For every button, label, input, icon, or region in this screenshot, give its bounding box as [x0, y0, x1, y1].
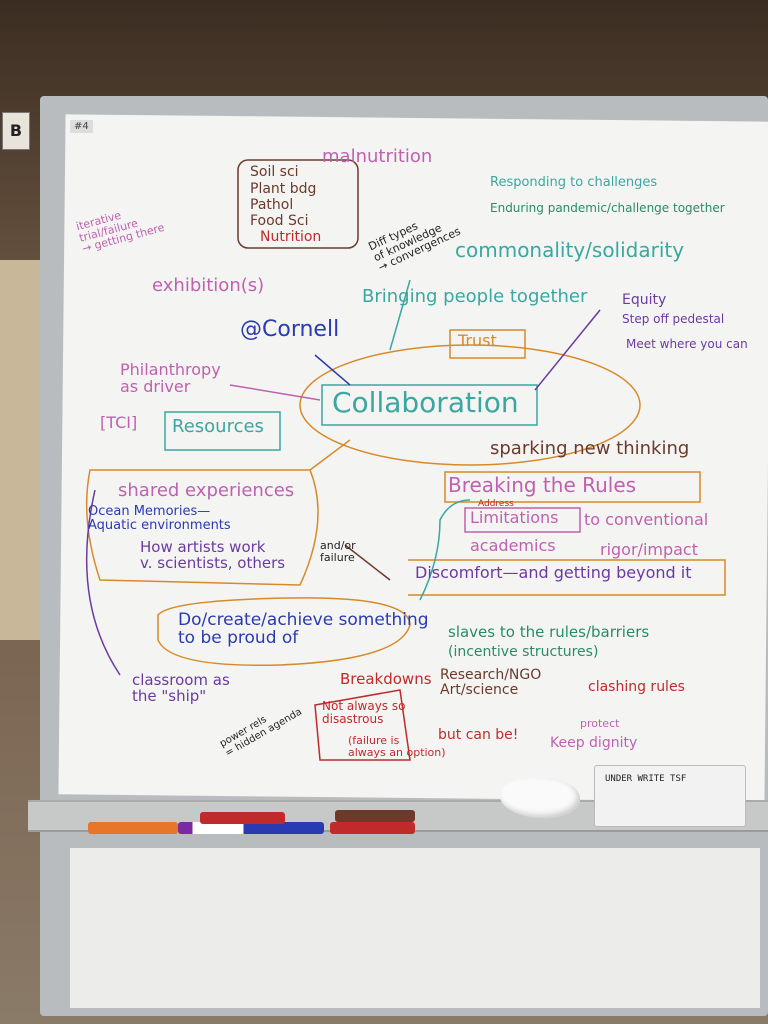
note-breaking: Breaking the Rules	[448, 473, 637, 497]
note-but-can-be: but can be!	[438, 727, 519, 743]
note-nutrition: Nutrition	[260, 229, 322, 245]
note-enduring: Enduring pandemic/challenge together	[490, 201, 725, 215]
note-how-artists: How artists work v. scientists, others	[140, 538, 286, 572]
brown-marker[interactable]	[335, 810, 415, 822]
note-to-conventional: to conventional	[584, 510, 709, 529]
note-sparking: sparking new thinking	[490, 438, 690, 459]
note-shared-exp: shared experiences	[118, 480, 295, 501]
wooden-panel	[0, 260, 40, 640]
note-incentive: (incentive structures)	[448, 644, 599, 660]
note-tci: [TCI]	[100, 413, 138, 432]
note-step-off: Step off pedestal	[622, 312, 725, 326]
note-not-always: Not always so disastrous	[322, 699, 406, 726]
note-trust: Trust	[458, 331, 497, 350]
purple-blue-markers[interactable]	[178, 822, 324, 834]
note-soil-sci: Soil sci	[250, 164, 299, 180]
note-protect: protect	[580, 717, 620, 730]
note-classroom: classroom as the "ship"	[132, 671, 230, 705]
note-commonality: commonality/solidarity	[455, 238, 685, 262]
tissue	[500, 778, 580, 818]
note-discomfort: Discomfort—and getting beyond it	[415, 563, 692, 582]
note-food-sci: Food Sci	[250, 213, 309, 229]
note-bringing: Bringing people together	[362, 286, 588, 307]
note-philanthropy: Philanthropy as driver	[120, 360, 221, 396]
supply-box: UNDER WRITE TSF	[594, 765, 746, 827]
note-clashing: clashing rules	[588, 679, 685, 695]
note-limitations: Limitations	[470, 508, 559, 527]
note-exhibitions: exhibition(s)	[152, 275, 265, 296]
note-responding: Responding to challenges	[490, 175, 658, 190]
whiteboard-lower-panel	[70, 848, 760, 1008]
red-marker[interactable]	[200, 812, 285, 824]
note-breakdowns: Breakdowns	[340, 670, 432, 688]
note-meet-where: Meet where you can	[626, 337, 748, 351]
note-plant-bdg: Plant bdg	[250, 181, 317, 197]
red-marker-2[interactable]	[330, 822, 415, 834]
note-failure-option: (failure is always an option)	[348, 734, 446, 759]
note-pathol: Pathol	[250, 197, 294, 213]
note-address: Address	[478, 499, 514, 509]
note-ocean-memories: Ocean Memories— Aquatic environments	[88, 504, 231, 533]
note-cornell: @Cornell	[240, 317, 340, 342]
note-rigor: rigor/impact	[600, 540, 698, 559]
sign-b: B	[2, 112, 30, 150]
note-collaboration: Collaboration	[332, 386, 519, 419]
box-label: UNDER WRITE TSF	[605, 774, 687, 784]
note-and-or-failure: and/or failure	[320, 539, 356, 564]
note-resources: Resources	[172, 416, 264, 437]
note-equity: Equity	[622, 292, 667, 308]
note-research-ngo: Research/NGO Art/science	[440, 667, 542, 698]
note-academics: academics	[470, 536, 556, 555]
board-number-tag: #4	[70, 120, 93, 133]
note-slaves: slaves to the rules/barriers	[448, 623, 650, 641]
note-do-create: Do/create/achieve something to be proud …	[178, 610, 429, 648]
orange-marker[interactable]	[88, 822, 178, 834]
note-keep-dignity: Keep dignity	[550, 735, 638, 751]
note-malnutrition: malnutrition	[322, 146, 433, 167]
